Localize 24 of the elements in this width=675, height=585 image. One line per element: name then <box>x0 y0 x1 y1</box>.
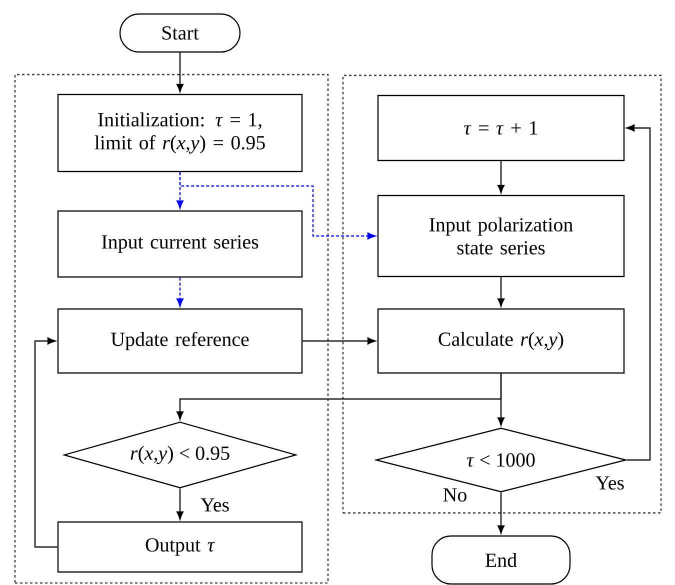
process-box: τ = τ + 1 <box>377 94 625 162</box>
process-box: Input polarization state series <box>377 194 625 278</box>
edge-label: Yes <box>594 475 626 491</box>
process-box: Update reference <box>57 308 303 374</box>
arrow <box>176 52 184 92</box>
arrow <box>497 161 505 194</box>
process-box: Calculate r(x,y) <box>377 308 625 374</box>
arrow <box>497 277 505 307</box>
terminal-box: Start <box>119 13 241 53</box>
terminal-box: End <box>431 535 571 585</box>
process-box: Input current series <box>57 210 303 278</box>
edge-label: Yes <box>199 497 231 513</box>
arrow <box>34 337 58 548</box>
arrow <box>302 337 376 344</box>
arrow <box>176 488 184 520</box>
arrow <box>179 172 376 240</box>
dotted-group-frame <box>14 74 329 584</box>
process-box: Initialization: τ = 1, limit of r(x,y) = 0.95 <box>57 94 303 172</box>
arrow <box>176 278 184 307</box>
arrow <box>176 374 502 420</box>
arrow <box>497 492 505 534</box>
dotted-group-frame <box>342 74 662 514</box>
process-box: Output τ <box>57 521 303 573</box>
arrow <box>626 124 651 461</box>
